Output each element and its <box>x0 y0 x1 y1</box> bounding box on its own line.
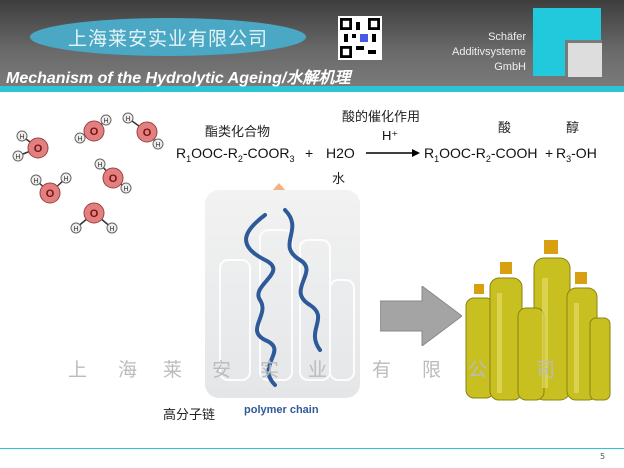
plus-sign: + <box>545 145 554 161</box>
oxygen-atom <box>39 182 61 204</box>
hydrogen-label: H <box>97 162 102 169</box>
polymer-chain <box>244 208 322 387</box>
watermark-char: 安 <box>212 359 232 381</box>
catalysis-label: 酸的催化作用 <box>342 110 421 125</box>
oxygen-label: O <box>109 173 118 185</box>
hydrogen-label: H <box>109 226 114 233</box>
header-divider <box>0 86 624 92</box>
oxygen-atom <box>136 121 158 143</box>
oxygen-label: O <box>143 127 152 139</box>
watermark: 上 海 莱 安 实 业 有 限 公 司 <box>0 355 624 381</box>
alcohol-label: 醇 <box>566 121 580 136</box>
oxygen-atom <box>27 137 49 159</box>
hydrogen-label: H <box>73 226 78 233</box>
hydrogen-label: H <box>15 154 20 161</box>
reactant-ester: R1OOC-R2-COOR3 <box>176 145 295 164</box>
watermark-char: 司 <box>536 359 556 381</box>
company-logo-square <box>565 40 602 77</box>
watermark-char: 实 <box>260 359 280 381</box>
catalyst: H⁺ <box>382 128 399 143</box>
reactant-water: H2O <box>326 145 355 161</box>
polymer-label-en: polymer chain <box>244 404 319 416</box>
oxygen-label: O <box>46 188 55 200</box>
hydrogen-label: H <box>33 178 38 185</box>
company-line: Schäfer <box>488 31 526 43</box>
right-arrow-icon <box>380 286 462 346</box>
hydrogen-atom <box>106 222 118 234</box>
watermark-char: 公 <box>468 359 488 381</box>
hydrogen-atom <box>60 172 72 184</box>
page-title: Mechanism of the Hydrolytic Ageing/水解机理 <box>6 70 351 87</box>
watermark-char: 海 <box>118 359 138 381</box>
watermark-char: 莱 <box>163 359 183 381</box>
clear-bottles-image <box>205 190 360 398</box>
hydrogen-label: H <box>123 186 128 193</box>
acid-label: 酸 <box>498 121 512 136</box>
hydrogen-atom <box>120 182 132 194</box>
hydrogen-label: H <box>19 134 24 141</box>
water-label: 水 <box>332 172 346 187</box>
product-acid: R1OOC-R2-COOH <box>424 145 538 164</box>
oxygen-label: O <box>90 126 99 138</box>
hydrogen-atom <box>16 130 28 142</box>
ester-label: 酯类化合物 <box>205 125 271 140</box>
polymer-label-cn: 高分子链 <box>163 408 216 423</box>
hydrogen-atom <box>94 158 106 170</box>
hydrogen-atom <box>30 174 42 186</box>
hydrogen-label: H <box>103 118 108 125</box>
company-name: Schäfer Additivsysteme GmbH <box>420 30 526 75</box>
oxygen-label: O <box>90 208 99 220</box>
hydrogen-atom <box>152 138 164 150</box>
plus-sign: + <box>305 145 314 161</box>
oxygen-label: O <box>34 143 43 155</box>
company-badge: 上海莱安实业有限公司 <box>30 18 306 56</box>
hydrogen-label: H <box>77 136 82 143</box>
company-line: GmbH <box>494 61 526 73</box>
oxygen-atom <box>83 120 105 142</box>
reaction-arrow <box>366 149 420 157</box>
hydrogen-label: H <box>125 116 130 123</box>
hydrogen-atom <box>12 150 24 162</box>
oxygen-atom <box>83 202 105 224</box>
aged-bottles-image <box>465 240 611 401</box>
watermark-char: 上 <box>68 359 88 381</box>
hydrogen-atom <box>100 114 112 126</box>
hydrogen-label: H <box>63 176 68 183</box>
hydrogen-label: H <box>155 142 160 149</box>
hydrogen-atom <box>74 132 86 144</box>
footer-divider <box>0 448 624 449</box>
hydrogen-atom <box>70 222 82 234</box>
product-alcohol: R3-OH <box>556 145 597 164</box>
hydrogen-atom <box>122 112 134 124</box>
company-line: Additivsysteme <box>452 46 526 58</box>
oxygen-atom <box>102 167 124 189</box>
qr-code <box>338 16 382 60</box>
page-number: 5 <box>600 452 606 461</box>
watermark-char: 有 <box>372 359 392 381</box>
watermark-char: 限 <box>422 359 442 381</box>
watermark-char: 业 <box>308 359 328 381</box>
